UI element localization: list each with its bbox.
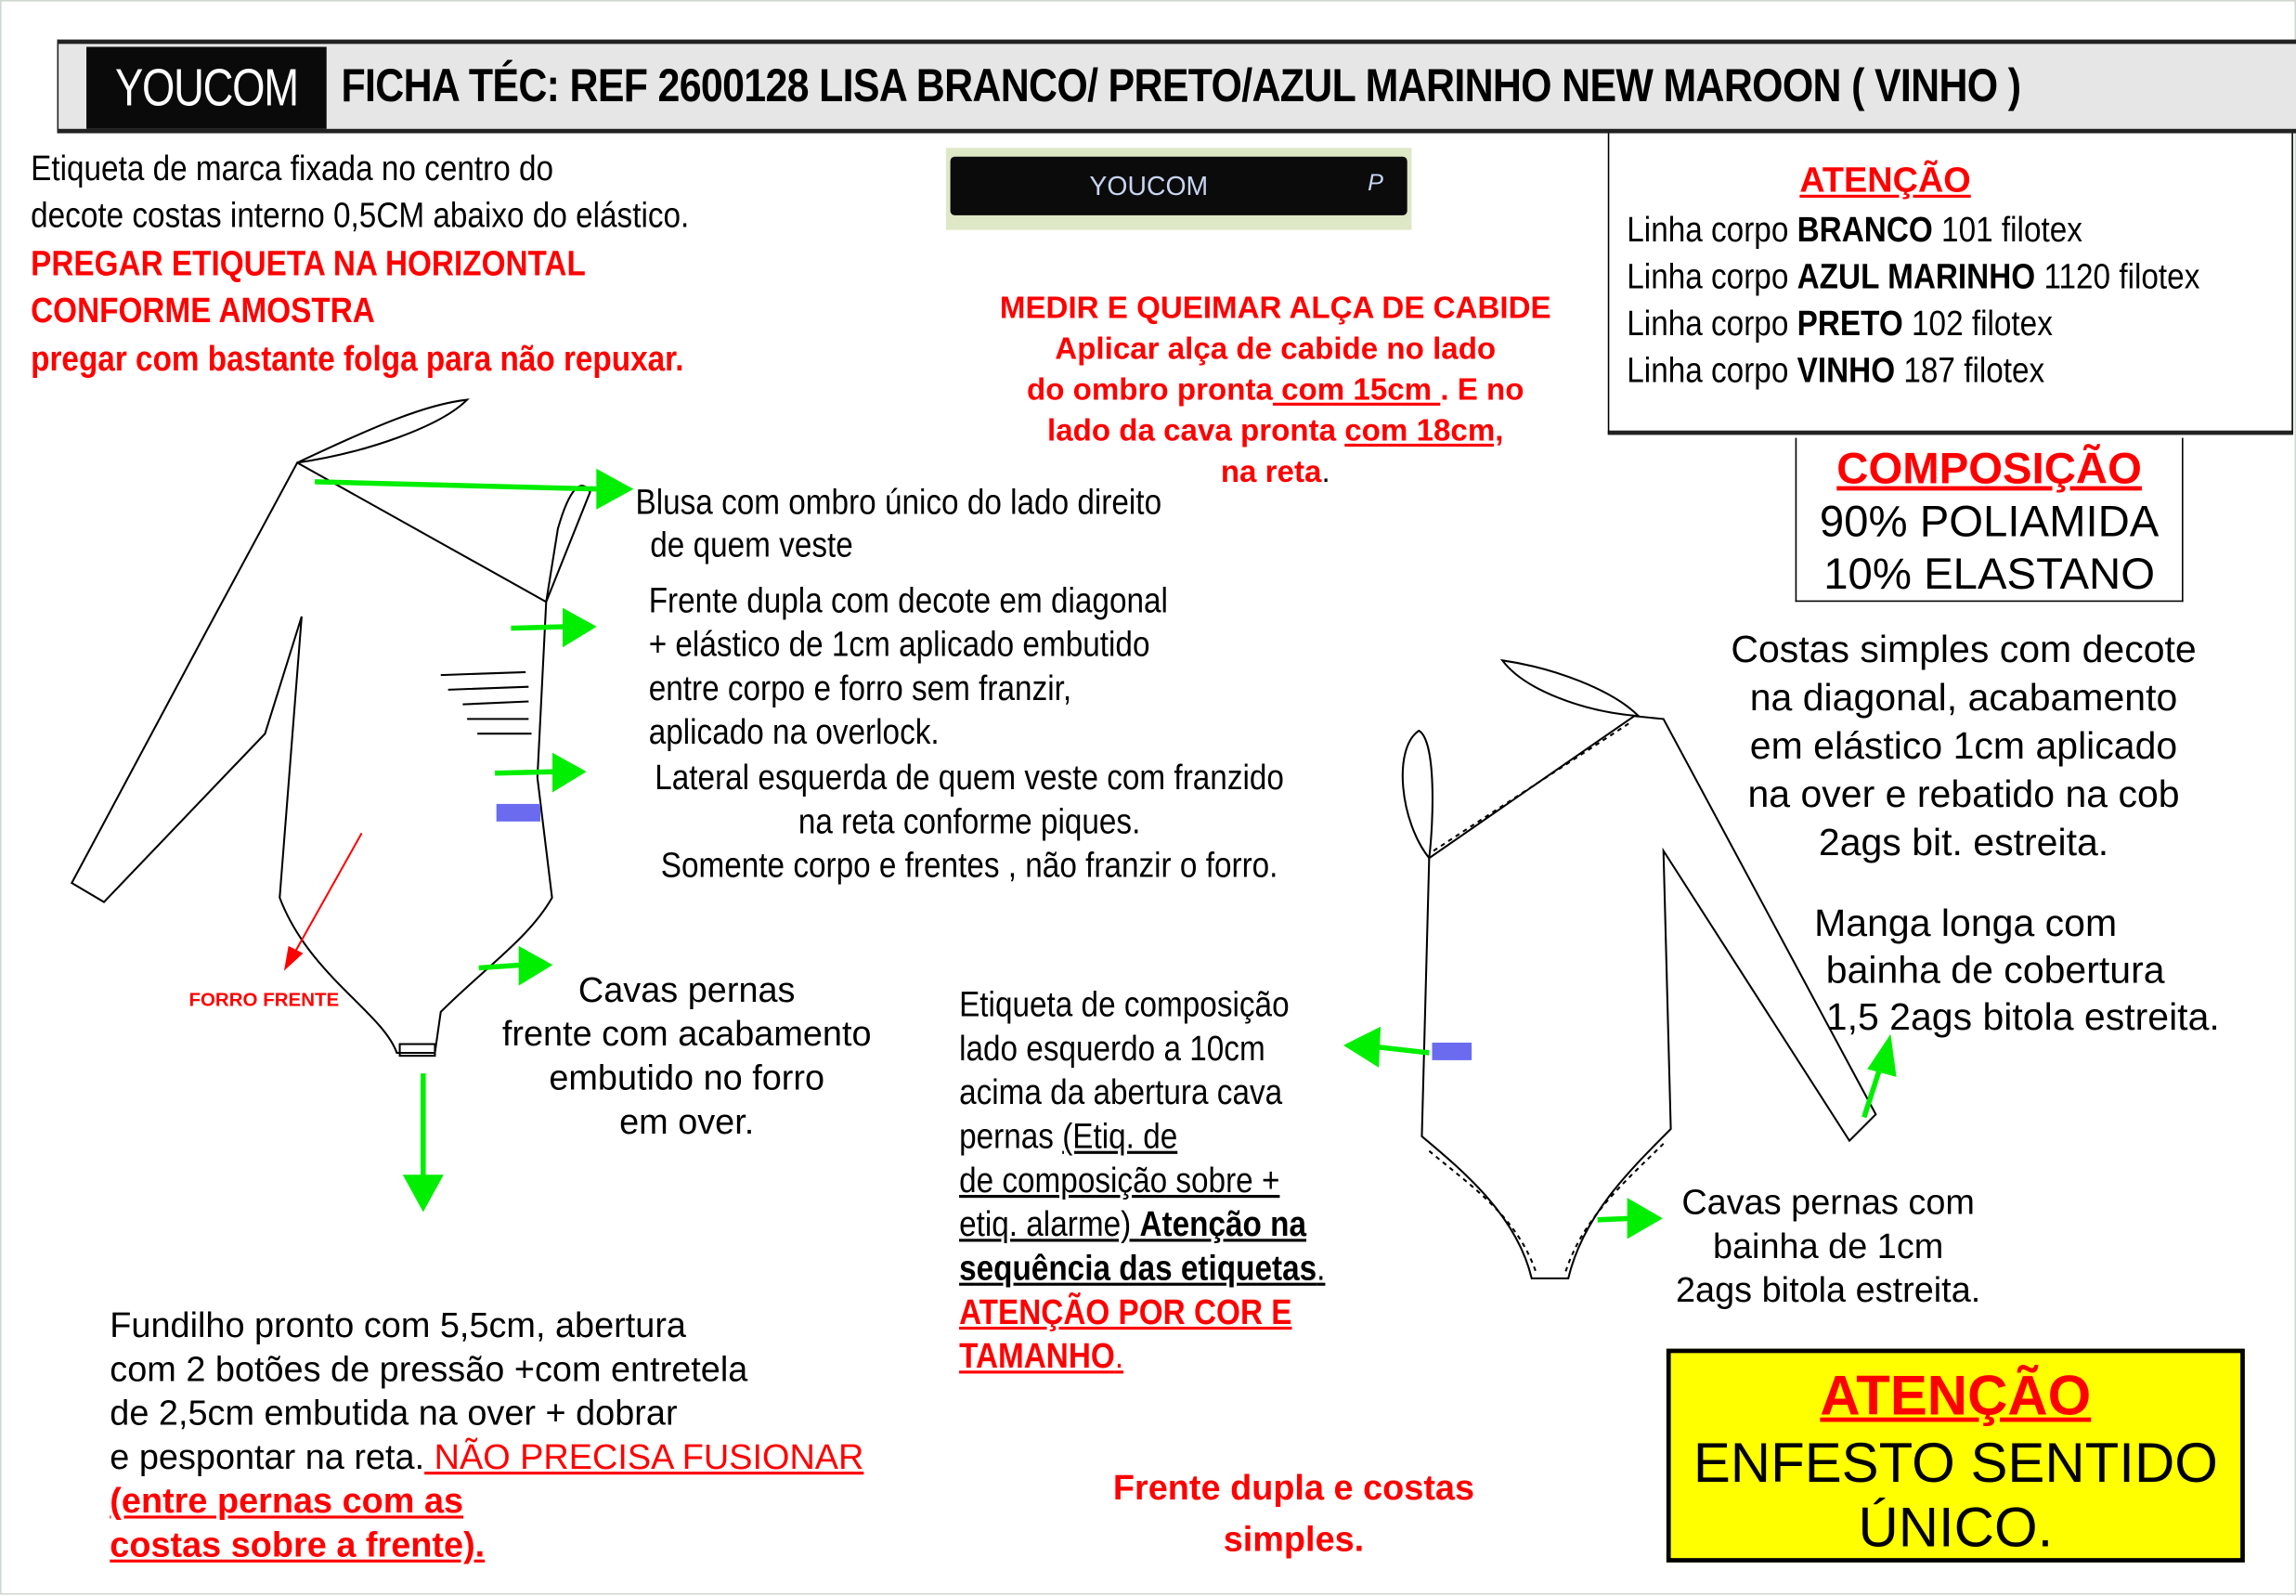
note-blusa-1: Blusa com ombro único do lado direito <box>635 483 1162 524</box>
label-size: P <box>1368 171 1383 197</box>
hanger-line: do ombro pronta com 15cm . E no <box>1026 373 1524 408</box>
thread-attention-box: ATENÇÃO Linha corpo BRANCO 101 filotex L… <box>1607 133 2293 435</box>
hanger-line: na reta. <box>1220 455 1330 489</box>
thread-line: Linha corpo BRANCO 101 filotex <box>1627 211 2082 251</box>
brand-label-red-3: pregar com bastante folga para não repux… <box>31 339 684 380</box>
note-frente-4: aplicado na overlock. <box>648 713 940 753</box>
composition-line: 10% ELASTANO <box>1823 551 2155 600</box>
alert-title: ATENÇÃO <box>1820 1366 2092 1428</box>
brand-label-red-2: CONFORME AMOSTRA <box>31 291 375 331</box>
page-title: FICHA TÉC: REF 2600128 LISA BRANCO/ PRET… <box>341 58 2021 111</box>
label-logo: YOUCOM <box>1089 171 1209 201</box>
hanger-title: MEDIR E QUEIMAR ALÇA DE CABIDE <box>999 291 1551 326</box>
label-position-marker <box>496 803 540 822</box>
back-sketch <box>1401 658 1877 1279</box>
forro-frente-label: FORRO FRENTE <box>188 988 340 1011</box>
note-frente-2: + elástico de 1cm aplicado embutido <box>648 625 1150 666</box>
alert-line: ENFESTO SENTIDO <box>1693 1434 2218 1496</box>
thread-line: Linha corpo AZUL MARINHO 1120 filotex <box>1627 257 2200 298</box>
composition-line: 90% POLIAMIDA <box>1819 498 2160 547</box>
brand-label-red-1: PREGAR ETIQUETA NA HORIZONTAL <box>31 244 586 284</box>
brand-label-note-1: Etiqueta de marca fixada no centro do <box>31 149 554 189</box>
forro-pointer <box>283 832 363 971</box>
brand-label-photo: YOUCOM P <box>945 148 1412 230</box>
green-arrows <box>315 468 1897 1239</box>
alert-line: ÚNICO. <box>1858 1498 2054 1560</box>
composition-box: COMPOSIÇÃO 90% POLIAMIDA 10% ELASTANO <box>1795 437 2184 603</box>
note-frente-1: Frente dupla com decote em diagonal <box>648 581 1168 621</box>
note-blusa-2: de quem veste <box>650 526 853 565</box>
label-position-marker <box>1432 1042 1472 1060</box>
brand-label-note-2: decote costas interno 0,5CM abaixo do el… <box>31 196 690 236</box>
composition-title: COMPOSIÇÃO <box>1836 445 2142 494</box>
hanger-loop-note: MEDIR E QUEIMAR ALÇA DE CABIDE Aplicar a… <box>939 289 1613 494</box>
header-bar: YOUCOM FICHA TÉC: REF 2600128 LISA BRANC… <box>57 39 2296 134</box>
note-lateral: Lateral esquerda de quem veste com franz… <box>655 758 1284 887</box>
thread-line: Linha corpo PRETO 102 filotex <box>1627 305 2053 344</box>
thread-line: Linha corpo VINHO 187 filotex <box>1627 351 2045 392</box>
note-frente-3: entre corpo e forro sem franzir, <box>648 668 1072 709</box>
spreading-alert-box: ATENÇÃO ENFESTO SENTIDO ÚNICO. <box>1666 1348 2245 1563</box>
hanger-line: lado da cava pronta com 18cm, <box>1046 414 1504 448</box>
front-sketch <box>70 398 591 1058</box>
hanger-line: Aplicar alça de cabide no lado <box>1055 332 1497 367</box>
attention-title: ATENÇÃO <box>1799 161 1971 201</box>
youcom-logo: YOUCOM <box>86 46 327 129</box>
